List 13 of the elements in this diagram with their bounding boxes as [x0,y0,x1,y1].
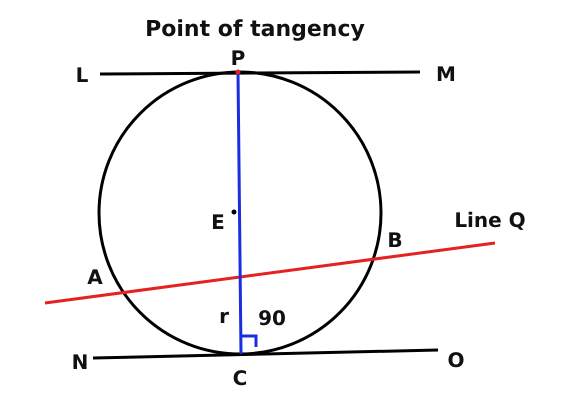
point-label: L [76,65,88,85]
point-label: M [436,64,456,84]
point-label: A [87,267,103,287]
angle-label: 90 [258,308,286,328]
radius-label: r [219,306,229,326]
point-label: N [72,352,88,372]
point-label: B [387,230,403,250]
annotation-label: Point of tangency [145,19,365,41]
line-label: Line Q [454,210,526,230]
point-label: O [448,350,464,370]
point-label: P [230,48,246,68]
point-label: E [211,212,225,232]
point-label: C [232,368,248,388]
